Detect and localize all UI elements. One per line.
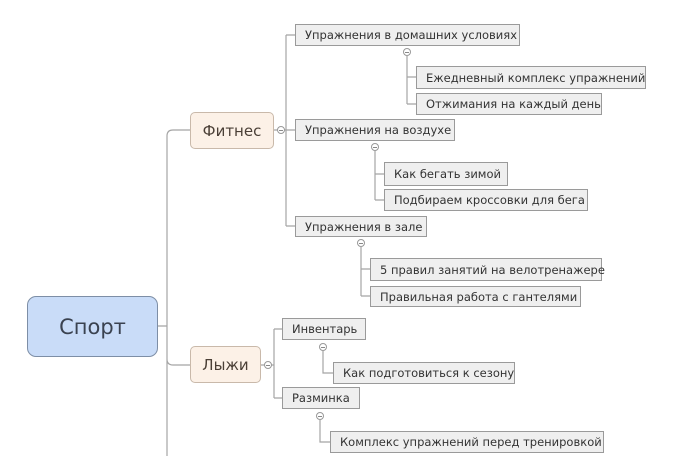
topic-outdoor-exercises[interactable]: Упражнения на воздухе xyxy=(295,119,455,141)
collapse-icon[interactable] xyxy=(277,126,285,134)
topic-gym-exercises[interactable]: Упражнения в зале xyxy=(295,216,427,237)
collapse-icon[interactable] xyxy=(371,143,379,151)
topic-pre-workout-complex[interactable]: Комплекс упражнений перед тренировкой xyxy=(330,431,604,453)
collapse-icon[interactable] xyxy=(319,343,327,351)
topic-running-shoes[interactable]: Подбираем кроссовки для бега xyxy=(384,189,588,211)
collapse-icon[interactable] xyxy=(357,239,365,247)
topic-exercise-bike[interactable]: 5 правил занятий на велотренажере xyxy=(370,258,605,281)
topic-dumbbells[interactable]: Правильная работа с гантелями xyxy=(370,286,581,307)
topic-equipment[interactable]: Инвентарь xyxy=(282,318,366,340)
topic-warmup[interactable]: Разминка xyxy=(282,387,360,409)
branch-fitness[interactable]: Фитнес xyxy=(190,112,274,149)
topic-daily-complex[interactable]: Ежедневный комплекс упражнений xyxy=(416,66,646,89)
root-node[interactable]: Спорт xyxy=(27,296,158,357)
topic-season-prep[interactable]: Как подготовиться к сезону xyxy=(333,362,515,384)
topic-pushups[interactable]: Отжимания на каждый день xyxy=(416,93,602,115)
collapse-icon[interactable] xyxy=(264,361,272,369)
collapse-icon[interactable] xyxy=(316,412,324,420)
topic-winter-running[interactable]: Как бегать зимой xyxy=(384,162,508,186)
branch-skiing[interactable]: Лыжи xyxy=(190,346,261,383)
collapse-icon[interactable] xyxy=(403,48,411,56)
topic-home-exercises[interactable]: Упражнения в домашних условиях xyxy=(295,24,520,46)
